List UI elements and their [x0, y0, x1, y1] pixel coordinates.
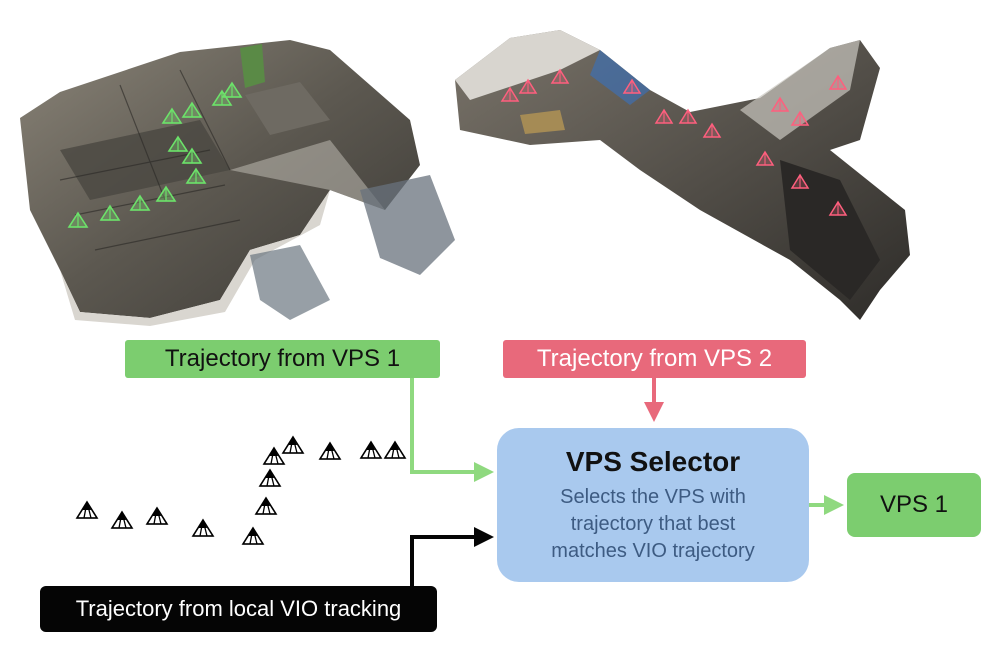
- vps1-trajectory-label: Trajectory from VPS 1: [125, 340, 440, 378]
- vps2-map-scan: [455, 30, 910, 320]
- vps1-arrow: [410, 378, 494, 482]
- vps2-trajectory-label: Trajectory from VPS 2: [503, 340, 806, 378]
- vps1-map-scan: [20, 40, 455, 326]
- vps-selector-title: VPS Selector: [565, 445, 741, 477]
- vio-trajectory-label: Trajectory from local VIO tracking: [40, 586, 437, 632]
- vio-trajectory-cameras: [76, 436, 406, 545]
- vps-selector-description: Selects the VPS with trajectory that bes…: [551, 485, 755, 562]
- selected-vps-result: VPS 1: [847, 473, 981, 537]
- vps-selector-box: VPS Selector Selects the VPS with trajec…: [497, 428, 809, 582]
- vio-arrow: [410, 527, 494, 586]
